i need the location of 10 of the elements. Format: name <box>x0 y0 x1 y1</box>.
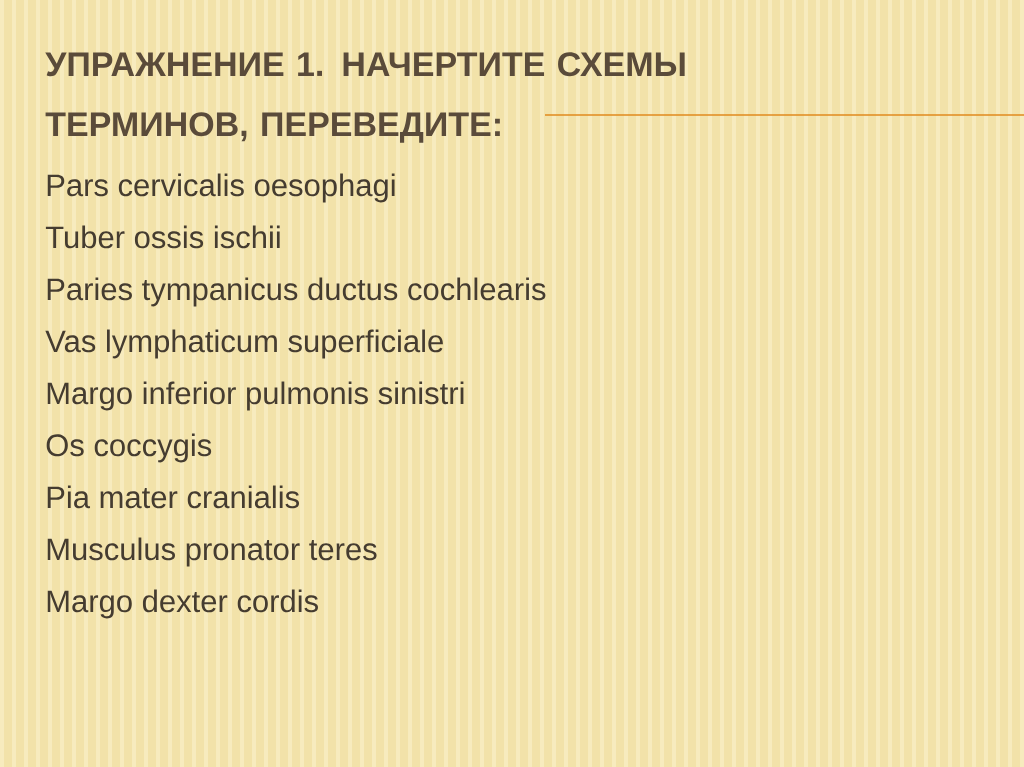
list-item: Musculus pronator teres <box>47 537 377 567</box>
list-item: Vas lymphaticum superficiale <box>45 329 443 359</box>
list-item: Tuber ossis ischii <box>45 225 280 249</box>
list-item: Pars cervicalis oesophagi <box>47 173 395 203</box>
list-item: Os coccygis <box>46 433 212 463</box>
list-item: Margo inferior pulmonis sinistri <box>47 381 464 411</box>
list-item: Margo dexter cordis <box>47 589 318 619</box>
list-item: Pia mater cranialis <box>47 485 299 509</box>
slide-title: УПРАЖНЕНИЕ 1. НАЧЕРТИТЕ СХЕМЫ ТЕРМИНОВ, ПЕРЕВЕДИТЕ: <box>45 52 685 143</box>
list-item: Paries tympanicus ductus cochlearis <box>47 277 546 307</box>
